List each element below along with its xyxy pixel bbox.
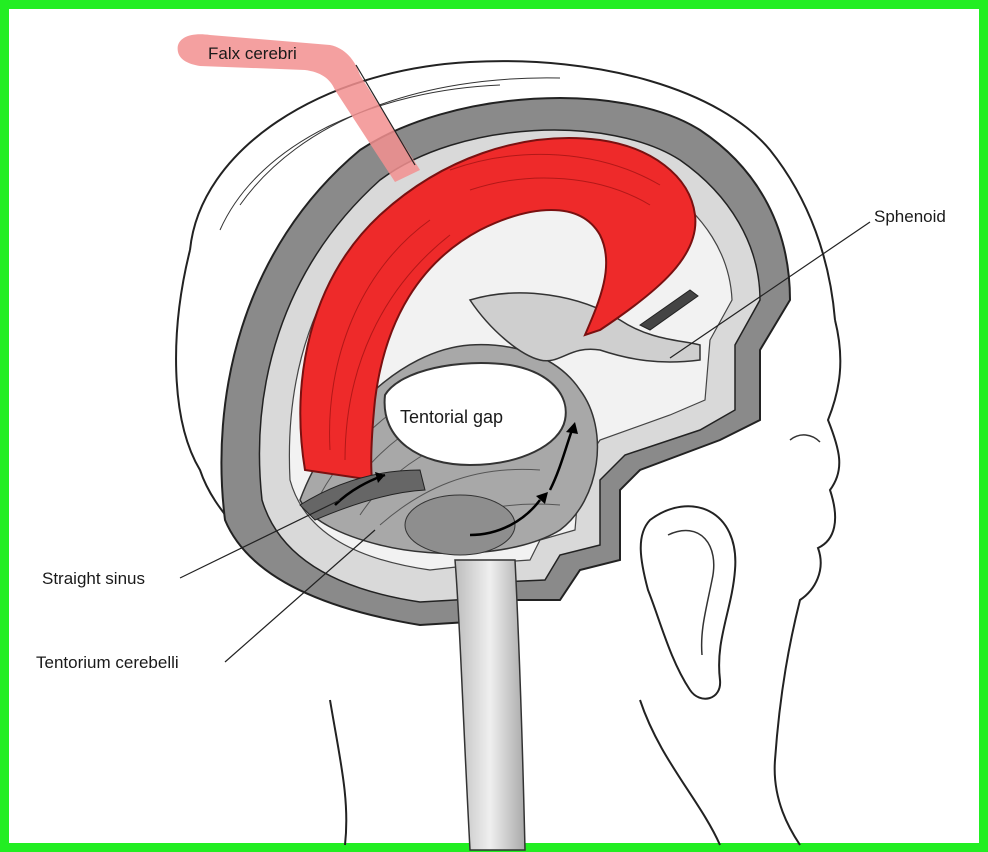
spinal-cord [455,560,525,850]
face-profile [775,320,841,845]
label-tentorial-gap: Tentorial gap [400,407,503,428]
neck-outline [330,700,346,845]
label-sphenoid: Sphenoid [874,207,946,227]
cerebellum-shadow [405,495,515,555]
label-tentorium-cerebelli: Tentorium cerebelli [36,653,179,673]
ear [641,506,736,699]
eyebrow [790,435,820,442]
label-straight-sinus: Straight sinus [42,569,145,589]
neck-front [640,700,720,845]
label-falx-cerebri: Falx cerebri [208,44,297,64]
